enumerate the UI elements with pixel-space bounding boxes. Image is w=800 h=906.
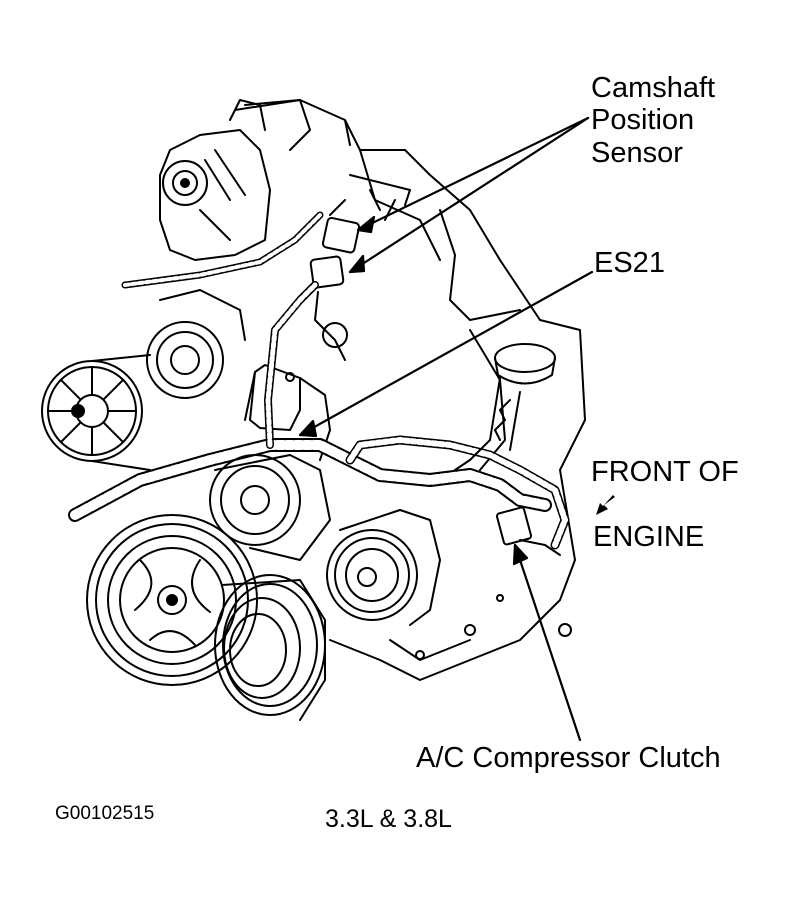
idler-pulley [146, 289, 246, 399]
leader-camshaft-1 [356, 116, 590, 232]
front-label-engine-word: ENGINE [593, 520, 705, 553]
engine-block [234, 99, 586, 681]
figure-code: G00102515 [55, 803, 155, 824]
leader-camshaft-2 [348, 116, 590, 274]
arrow-camshaft-2 [348, 254, 366, 274]
crankshaft-pulley [86, 514, 258, 686]
power-steering-pulley [41, 354, 151, 471]
camshaft-label-line-2: Position [591, 104, 695, 137]
lower-pulley [214, 574, 326, 721]
leader-ac-clutch [513, 543, 582, 742]
leader-lines [298, 116, 594, 742]
oil-fill-cap [454, 343, 556, 471]
engine-size-caption: 3.3L & 3.8L [325, 805, 452, 833]
arrow-camshaft-1 [356, 215, 376, 234]
water-pump-pulley [209, 454, 331, 561]
leader-es21 [298, 270, 594, 437]
ac-clutch-connector [496, 506, 561, 556]
camshaft-sensor-label: Camshaft Position Sensor [591, 72, 715, 169]
diagonal-arrow-down-left-icon [596, 494, 615, 515]
camshaft-label-line-1: Camshaft [591, 72, 716, 104]
front-label-line-1: FRONT OF [591, 456, 739, 488]
camshaft-label-line-3: Sensor [591, 136, 683, 169]
alternator [159, 99, 311, 261]
arrow-ac-clutch [512, 543, 529, 566]
front-label-line-2: ENGINE [591, 488, 739, 553]
arrow-es21 [298, 419, 318, 438]
wiring-harness [68, 211, 570, 550]
es21-label: ES21 [594, 247, 665, 279]
ac-compressor-clutch-label: A/C Compressor Clutch [416, 742, 721, 774]
front-of-engine-label: FRONT OF ENGINE [591, 456, 739, 553]
ac-compressor-pulley [326, 509, 441, 626]
